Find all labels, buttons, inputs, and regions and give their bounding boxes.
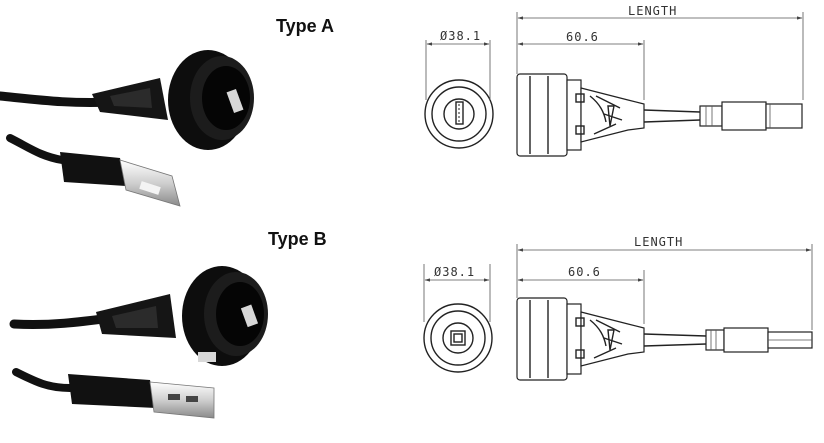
product-photo-type-b [9, 266, 268, 419]
length-dimension-a: LENGTH [628, 4, 677, 18]
side-view-type-a [516, 73, 803, 157]
technical-drawing-type-a: Ø38.1 LENGTH 60.6 [424, 4, 804, 157]
front-view-type-a [424, 79, 494, 149]
depth-dimension-a: 60.6 [566, 30, 599, 44]
product-photo-type-a [0, 50, 254, 207]
technical-drawing-type-b: Ø38.1 LENGTH 60.6 [423, 235, 813, 381]
type-b-label: Type B [268, 229, 327, 249]
diameter-dimension-b: Ø38.1 [434, 265, 475, 279]
type-a-label: Type A [276, 16, 335, 36]
side-view-type-b [516, 297, 813, 381]
diameter-dimension-a: Ø38.1 [440, 29, 481, 43]
length-dimension-b: LENGTH [634, 235, 683, 249]
depth-dimension-b: 60.6 [568, 265, 601, 279]
front-view-type-b [423, 303, 493, 373]
